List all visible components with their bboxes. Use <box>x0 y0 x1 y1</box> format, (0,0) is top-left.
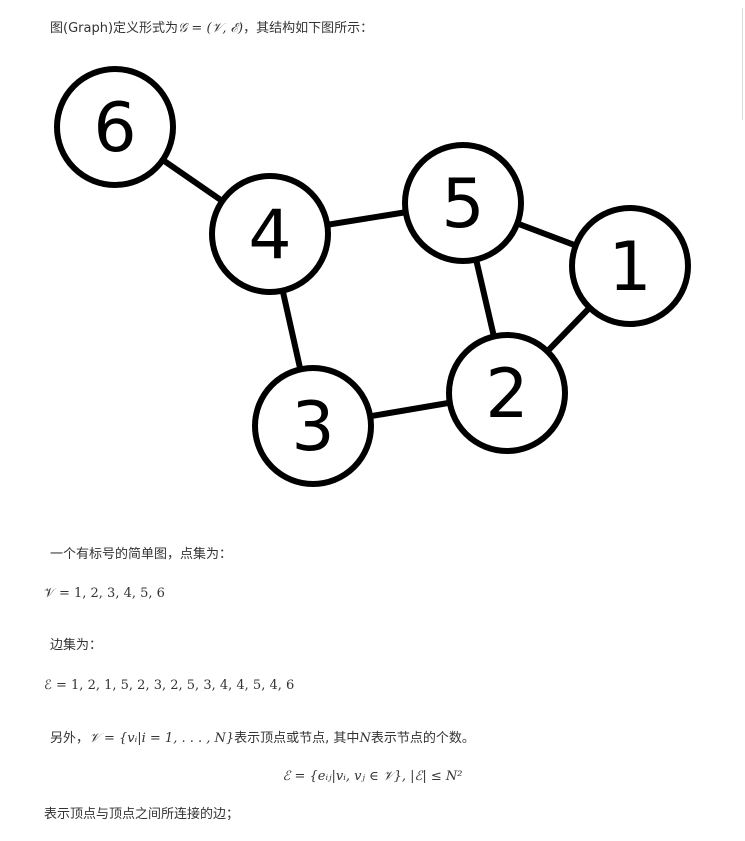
graph-node-1: 1 <box>569 205 691 327</box>
graph-definition-formula: 𝒢 = (𝒱, ℰ) <box>178 21 244 36</box>
intro-text-before: 图(Graph)定义形式为 <box>50 21 179 36</box>
edge-set-formula: ℰ = 1, 2, 1, 5, 2, 3, 2, 5, 3, 4, 4, 5, … <box>44 678 295 693</box>
graph-node-circle-3 <box>252 365 374 487</box>
graph-node-label-4: 4 <box>248 196 291 275</box>
graph-node-circle-5 <box>402 142 524 264</box>
graph-node-2: 2 <box>446 332 568 454</box>
graph-node-label-2: 2 <box>485 355 528 434</box>
graph-node-circle-1 <box>569 205 691 327</box>
note-suffix: 表示节点的个数。 <box>370 731 475 746</box>
graph-node-label-5: 5 <box>441 165 484 244</box>
graph-node-circle-4 <box>209 173 331 295</box>
graph-node-6: 6 <box>54 66 176 188</box>
graph-node-label-1: 1 <box>608 228 651 307</box>
edge-set-label: 边集为： <box>50 638 103 653</box>
graph-diagram: 1 2 3 4 5 6 <box>54 66 691 487</box>
graph-nodes: 1 2 3 4 5 6 <box>54 66 691 487</box>
node-count-symbol: N <box>359 731 371 746</box>
intro-paragraph: 图(Graph)定义形式为𝒢 = (𝒱, ℰ)，其结构如下图所示： <box>50 17 373 36</box>
vertex-set-formula: 𝒱 = 1, 2, 3, 4, 5, 6 <box>44 586 165 601</box>
edge-description: 表示顶点与顶点之间所连接的边； <box>44 807 240 822</box>
graph-node-label-6: 6 <box>93 89 136 168</box>
vertex-note-paragraph: 另外，𝒱 = {vᵢ|i = 1, . . . , N}表示顶点或节点, 其中N… <box>50 727 475 746</box>
graph-node-circle-2 <box>446 332 568 454</box>
intro-text-after: ，其结构如下图所示： <box>243 21 374 36</box>
graph-node-4: 4 <box>209 173 331 295</box>
graph-node-label-3: 3 <box>291 388 334 467</box>
note-prefix: 另外， <box>50 731 90 746</box>
graph-node-5: 5 <box>402 142 524 264</box>
note-middle: 表示顶点或节点, 其中 <box>234 731 360 746</box>
vertex-set-label: 一个有标号的简单图，点集为： <box>50 547 233 562</box>
vertex-definition-formula: 𝒱 = {vᵢ|i = 1, . . . , N} <box>89 731 235 746</box>
graph-node-3: 3 <box>252 365 374 487</box>
edge-definition-formula: ℰ = {eᵢⱼ|vᵢ, vⱼ ∈ 𝒱}, |ℰ| ≤ N² <box>282 769 463 784</box>
page-edge-divider <box>742 8 743 120</box>
graph-node-circle-6 <box>54 66 176 188</box>
